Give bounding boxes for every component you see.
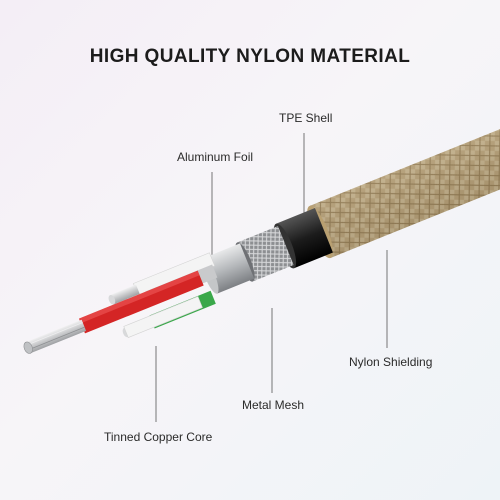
- label-nylon-shielding: Nylon Shielding: [349, 355, 433, 369]
- wire-red: [79, 270, 204, 334]
- tinned-copper-strands: [23, 319, 87, 354]
- leader-lines: [155, 133, 388, 422]
- wire-white-lower: [123, 296, 203, 338]
- inner-wires: [23, 252, 218, 354]
- label-tinned-copper-core: Tinned Copper Core: [104, 430, 213, 444]
- nylon-braid-cable: [307, 116, 500, 259]
- wire-white-upper: [108, 252, 216, 305]
- page-title: HIGH QUALITY NYLON MATERIAL: [89, 46, 411, 67]
- label-metal-mesh: Metal Mesh: [242, 398, 305, 412]
- label-tpe-shell: TPE Shell: [279, 111, 333, 125]
- label-aluminum-foil: Aluminum Foil: [177, 150, 254, 164]
